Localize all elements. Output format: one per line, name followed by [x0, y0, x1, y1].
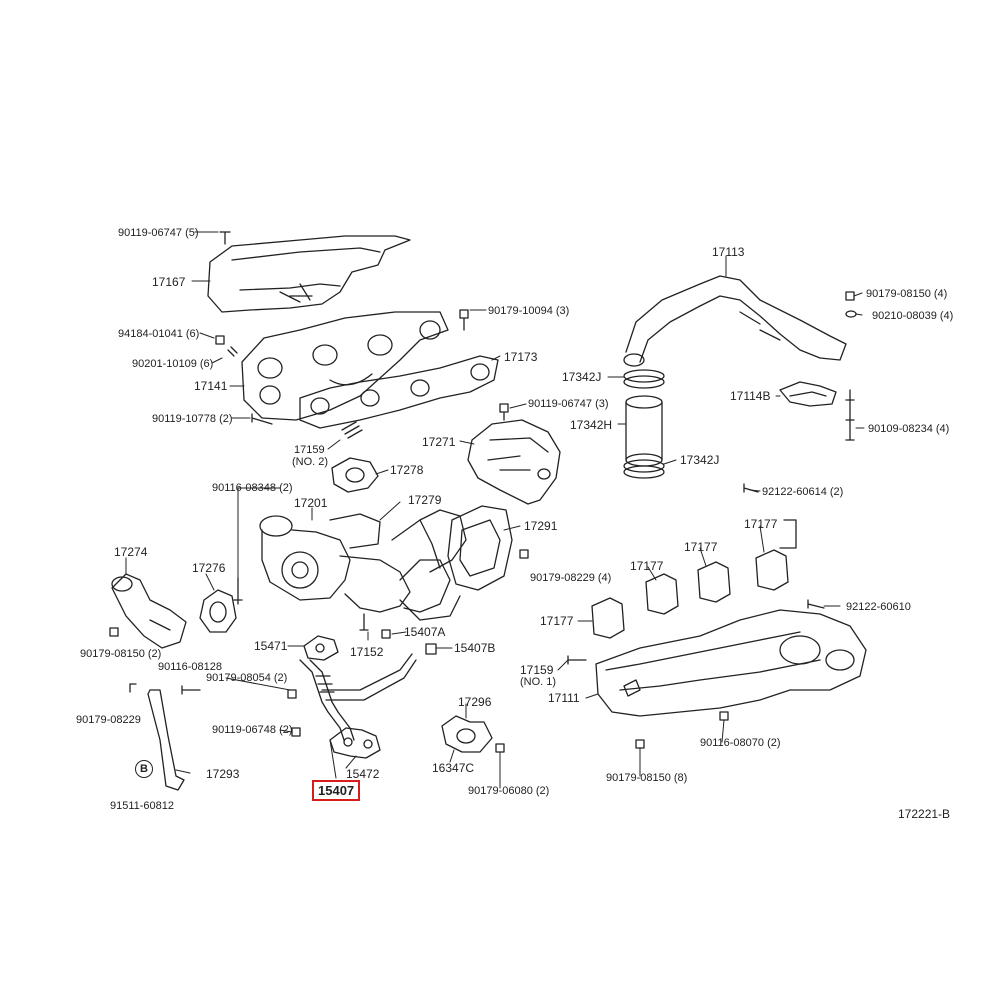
label-90210-08039: 90210-08039 (4) — [872, 310, 954, 322]
label-90179-08229: 90179-08229 — [76, 714, 141, 726]
label-17111: 17111 — [548, 691, 580, 705]
label-92122-60610: 92122-60610 — [846, 601, 911, 613]
label-90119-06748: 90119-06748 (2) — [212, 724, 293, 736]
label-17274: 17274 — [114, 545, 148, 559]
label-17278: 17278 — [390, 463, 424, 477]
label-90201-10109: 90201-10109 (6) — [132, 358, 214, 370]
label-17279: 17279 — [408, 493, 442, 507]
label-17293: 17293 — [206, 767, 240, 781]
heat-shield-17167-drawing — [207, 231, 411, 313]
circle-b-marker: B — [135, 760, 153, 778]
label-90179-08150-2: 90179-08150 (2) — [80, 648, 162, 660]
label-15472: 15472 — [346, 767, 380, 781]
label-17342H: 17342H — [570, 418, 613, 432]
heat-insulator-17271-drawing — [467, 419, 561, 505]
label-17342J-bot: 17342J — [680, 453, 720, 467]
label-90119-06747-5: 90119-06747 (5) — [118, 227, 199, 239]
air-pipe-17113-drawing — [623, 275, 847, 367]
gasket-17114B-drawing — [779, 381, 837, 407]
label-17271: 17271 — [422, 435, 456, 449]
label-17177-c: 17177 — [630, 559, 664, 573]
label-17177-a: 17177 — [744, 517, 778, 531]
label-17276: 17276 — [192, 561, 226, 575]
label-90179-10094: 90179-10094 (3) — [488, 305, 570, 317]
label-17152: 17152 — [350, 645, 384, 659]
label-17167: 17167 — [152, 275, 186, 289]
intake-manifold-17111-drawing — [595, 609, 867, 717]
gasket-15472-drawing — [329, 727, 381, 759]
diagram-code: 172221-B — [898, 807, 951, 821]
label-90116-08348: 90116-08348 (2) — [212, 482, 293, 494]
label-90116-08128: 90116-08128 — [158, 661, 223, 673]
label-17173: 17173 — [504, 350, 538, 364]
label-17159-no2-sub: (NO. 2) — [292, 456, 329, 468]
bolts-drawing — [109, 291, 857, 753]
label-90119-10778: 90119-10778 (2) — [152, 413, 233, 425]
flange-17291-drawing — [447, 505, 513, 591]
turbocharger-17201-drawing — [259, 513, 451, 613]
gasket-15471-drawing — [303, 635, 339, 661]
elbow-17274-drawing — [111, 573, 187, 649]
label-17177-b: 17177 — [684, 540, 718, 554]
label-17159-no1: 17159 — [520, 663, 554, 677]
label-15407B: 15407B — [454, 641, 496, 655]
label-90116-08070: 90116-08070 (2) — [700, 737, 781, 749]
elbow-17279-drawing — [391, 509, 467, 621]
label-17201: 17201 — [294, 496, 328, 510]
label-17342J-top: 17342J — [562, 370, 602, 384]
gasket-17173-drawing — [299, 355, 499, 429]
gasket-17278-drawing — [331, 457, 379, 493]
label-91511-60812: 91511-60812 — [110, 800, 175, 812]
exhaust-manifold-17141-drawing — [241, 311, 449, 421]
label-90179-06080: 90179-06080 (2) — [468, 785, 550, 797]
highlighted-part-15407: 15407 — [312, 780, 361, 801]
label-15471: 15471 — [254, 639, 288, 653]
label-17114B: 17114B — [730, 389, 771, 403]
label-90179-08150-8: 90179-08150 (8) — [606, 772, 688, 784]
label-17113: 17113 — [712, 245, 745, 259]
label-92122-60614: 92122-60614 (2) — [762, 486, 844, 498]
gaskets-17177-drawing — [591, 519, 797, 639]
pipe-15407-drawing — [299, 653, 417, 741]
gasket-17296-drawing — [441, 715, 493, 753]
label-17159-no1-sub: (NO. 1) — [520, 676, 557, 688]
label-16347C: 16347C — [432, 761, 475, 775]
label-90119-06747-3: 90119-06747 (3) — [528, 398, 609, 410]
stay-17293-drawing — [147, 689, 185, 791]
label-90109-08234: 90109-08234 (4) — [868, 423, 950, 435]
label-94184-01041: 94184-01041 (6) — [118, 328, 200, 340]
label-90179-08054: 90179-08054 (2) — [206, 672, 288, 684]
label-17296: 17296 — [458, 695, 492, 709]
label-17141: 17141 — [194, 379, 228, 393]
label-15407A: 15407A — [404, 625, 446, 639]
label-17177-d: 17177 — [540, 614, 574, 628]
label-90179-08150-4: 90179-08150 (4) — [866, 288, 948, 300]
gasket-17276-drawing — [199, 589, 237, 633]
label-90179-08229-4: 90179-08229 (4) — [530, 572, 612, 584]
label-17291: 17291 — [524, 519, 558, 533]
label-17159-no2: 17159 — [294, 444, 325, 456]
hose-17342H-drawing — [623, 369, 665, 479]
leader-lines — [125, 231, 865, 789]
